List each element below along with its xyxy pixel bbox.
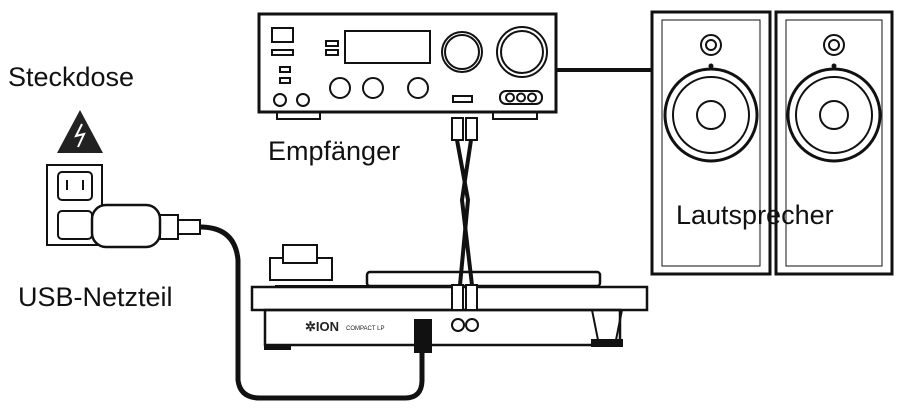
wall-outlet [46,164,103,246]
outlet-label: Steckdose [8,62,135,92]
ion-logo: ✲ION [305,319,339,334]
usb-plug [414,319,432,353]
turntable: ✲ION COMPACT LP [250,244,649,350]
usb-power-adapter [90,203,201,249]
receiver [257,12,558,120]
speaker-left [650,10,772,276]
usb-adapter-label: USB-Netzteil [18,282,173,312]
svg-text:COMPACT LP: COMPACT LP [346,326,384,332]
rca-cable [451,117,478,311]
receiver-label: Empfänger [268,136,401,166]
usb-cable [199,224,425,401]
speaker-right [774,10,894,276]
high-voltage-warning-icon [57,110,103,153]
speakers-label: Lautsprecher [676,200,834,230]
